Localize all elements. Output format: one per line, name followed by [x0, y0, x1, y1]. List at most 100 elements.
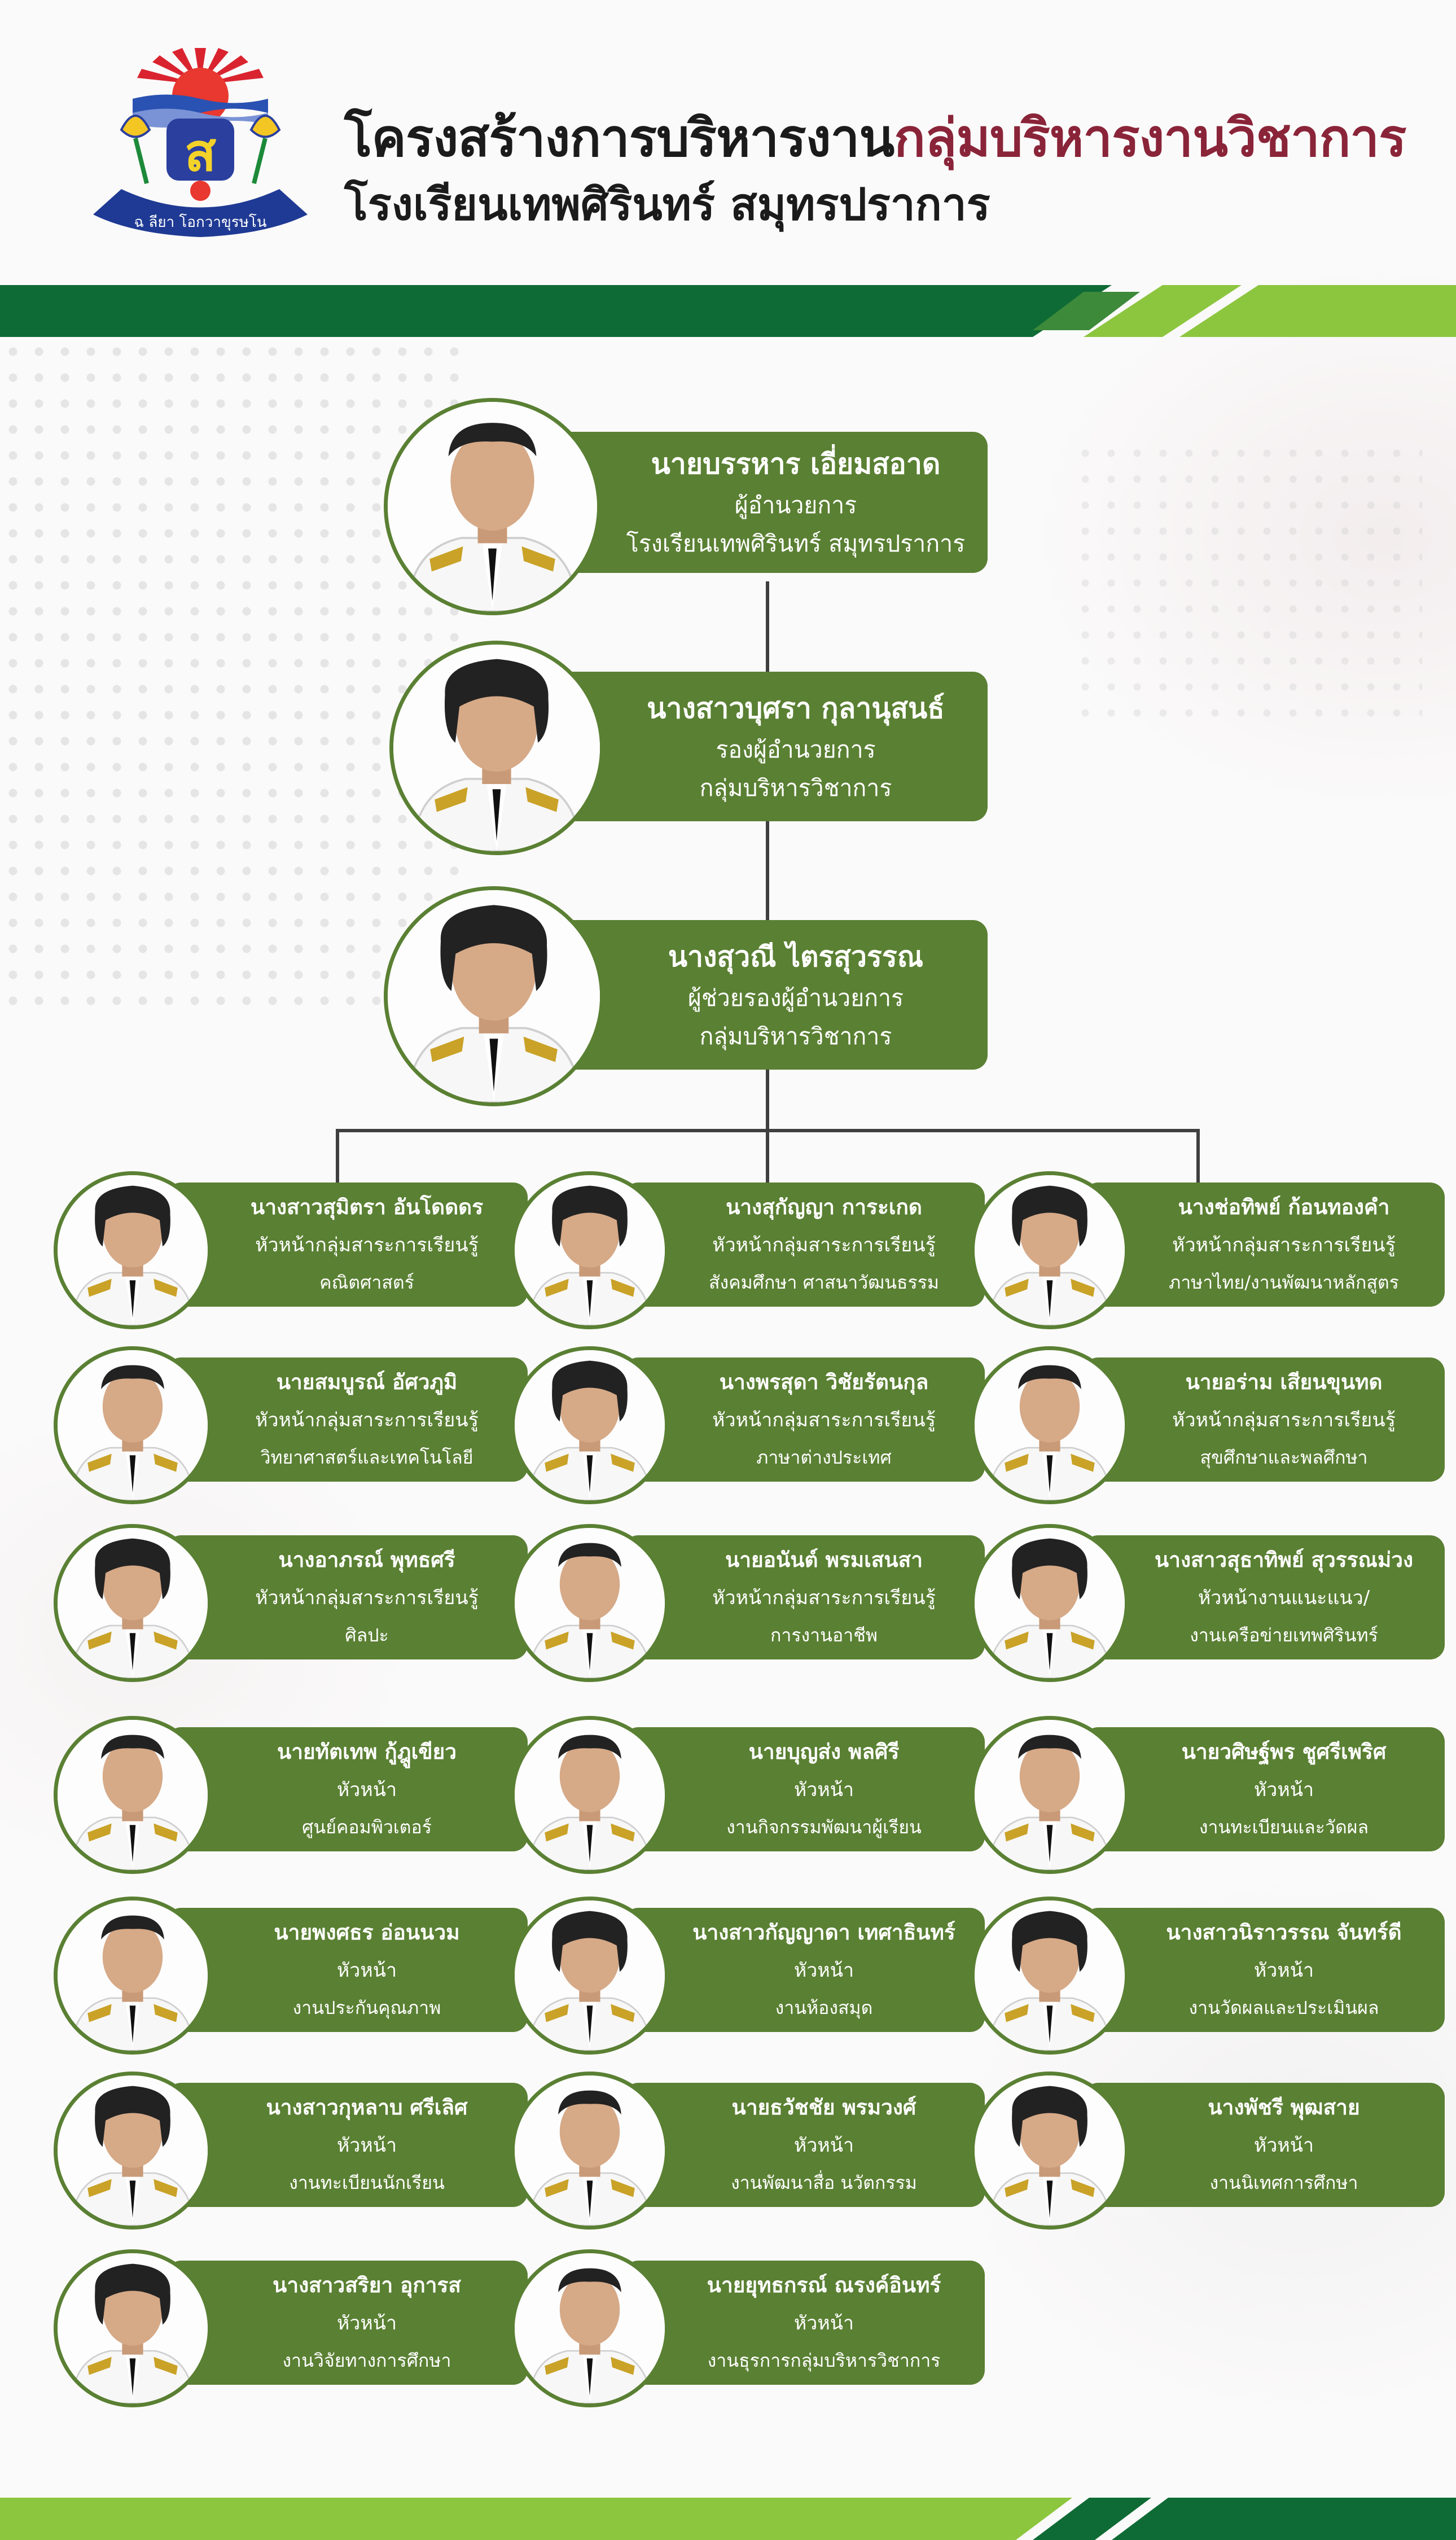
- position-title: หัวหน้า: [336, 2312, 397, 2335]
- person-portrait-icon: [58, 2075, 208, 2226]
- person-name: นางสาวสุธาทิพย์ สุวรรณม่วง: [1154, 1548, 1414, 1572]
- department-label: การงานอาชีพ: [770, 1624, 878, 1646]
- page-title-part1: โครงสร้างการบริหารงาน: [344, 108, 894, 168]
- person-name: นางสาวสุมิตรา อันโดดดร: [250, 1195, 484, 1219]
- background-dot-pattern-right: [1072, 440, 1422, 734]
- member-c2-r6-avatar: [511, 2072, 669, 2230]
- person-name: นายสมบูรณ์ อัศวภูมิ: [276, 1370, 458, 1394]
- person-name: นายธวัชชัย พรมวงศ์: [731, 2095, 916, 2119]
- department-label: กลุ่มบริหารวิชาการ: [699, 1022, 892, 1050]
- leader-1-avatar: [384, 398, 601, 615]
- person-name: นางสาวสริยา อุการส: [273, 2273, 461, 2297]
- leader-3-info-box: นางสุวณี ไตรสุวรรณผู้ช่วยรองผู้อำนวยการก…: [542, 920, 988, 1070]
- person-portrait-icon: [388, 890, 600, 1102]
- person-portrait-icon: [515, 1900, 665, 2051]
- department-label: สังคมศึกษา ศาสนาวัฒนธรรม: [709, 1272, 939, 1293]
- department-label: งานประกันคุณภาพ: [292, 1997, 441, 2018]
- person-portrait-icon: [58, 1350, 208, 1500]
- position-title: หัวหน้างานแนะแนว/: [1198, 1587, 1370, 1609]
- department-label: งานกิจกรรมพัฒนาผู้เรียน: [726, 1816, 922, 1838]
- person-name: นางอาภรณ์ พุทธศรี: [278, 1548, 455, 1572]
- position-title: หัวหน้า: [793, 2134, 854, 2157]
- member-c2-r7-avatar: [511, 2249, 669, 2407]
- department-label: งานห้องสมุด: [775, 1997, 873, 2018]
- member-c2-r3-info-box: นายอนันต์ พรมเสนสาหัวหน้ากลุ่มสาระการเรี…: [624, 1535, 985, 1659]
- connector-middle-drop: [766, 1129, 769, 1183]
- member-c2-r2-info-box: นางพรสุดา วิชัยรัตนกุลหัวหน้ากลุ่มสาระกา…: [624, 1357, 985, 1482]
- position-title: หัวหน้า: [1253, 2134, 1314, 2157]
- person-name: นายอนันต์ พรมเสนสา: [725, 1548, 923, 1572]
- member-c3-r1-info-box: นางช่อทิพย์ ก้อนทองคำหัวหน้ากลุ่มสาระการ…: [1084, 1183, 1445, 1307]
- member-c2-r5-info-box: นางสาวกัญญาดา เทศาธินทร์หัวหน้างานห้องสม…: [624, 1908, 985, 2032]
- department-label: งานธุรการกลุ่มบริหารวิชาการ: [707, 2350, 941, 2371]
- position-title: หัวหน้ากลุ่มสาระการเรียนรู้: [712, 1587, 936, 1609]
- member-c3-r3-info-box: นางสาวสุธาทิพย์ สุวรรณม่วงหัวหน้างานแนะแ…: [1084, 1535, 1445, 1659]
- person-portrait-icon: [58, 2253, 208, 2403]
- member-c1-r1-avatar: [54, 1171, 212, 1329]
- person-portrait-icon: [515, 2075, 665, 2226]
- person-name: นางสาวบุศรา กุลานุสนธ์: [647, 691, 945, 725]
- department-label: งานพัฒนาสื่อ นวัตกรรม: [731, 2172, 917, 2193]
- connector-trunk: [766, 581, 769, 1137]
- person-portrait-icon: [975, 1900, 1125, 2051]
- member-c1-r6-info-box: นางสาวกุหลาบ ศรีเลิศหัวหน้างานทะเบียนนัก…: [166, 2083, 528, 2207]
- member-c2-r7-info-box: นายยุทธกรณ์ ณรงค์อินทร์หัวหน้างานธุรการก…: [624, 2261, 985, 2385]
- member-c3-r2-info-box: นายอร่าม เสียนขุนทดหัวหน้ากลุ่มสาระการเร…: [1084, 1357, 1445, 1482]
- member-c3-r2-avatar: [971, 1346, 1129, 1504]
- person-name: นางสาวกุหลาบ ศรีเลิศ: [266, 2095, 468, 2119]
- member-c3-r3-avatar: [971, 1524, 1129, 1682]
- svg-text:ฉ ลียา โอกวาขุรษโน: ฉ ลียา โอกวาขุรษโน: [134, 213, 266, 231]
- leader-2-info-box: นางสาวบุศรา กุลานุสนธ์รองผู้อำนวยการกลุ่…: [542, 672, 988, 821]
- member-c2-r4-info-box: นายบุญส่ง พลศิรีหัวหน้างานกิจกรรมพัฒนาผู…: [624, 1727, 985, 1851]
- member-c2-r4-avatar: [511, 1716, 669, 1874]
- member-c2-r5-avatar: [511, 1897, 669, 2055]
- member-c1-r7-avatar: [54, 2249, 212, 2407]
- person-portrait-icon: [58, 1528, 208, 1678]
- position-title: หัวหน้า: [336, 2134, 397, 2157]
- department-label: สุขศึกษาและพลศึกษา: [1200, 1447, 1368, 1468]
- person-name: นางพรสุดา วิชัยรัตนกุล: [719, 1370, 929, 1394]
- person-name: นายพงศธร อ่อนนวม: [274, 1920, 460, 1945]
- member-c2-r1-info-box: นางสุกัญญา การะเกดหัวหน้ากลุ่มสาระการเรี…: [624, 1183, 985, 1307]
- person-name: นายวศิษฐ์พร ชูศรีเพริศ: [1181, 1740, 1387, 1764]
- member-c2-r6-info-box: นายธวัชชัย พรมวงศ์หัวหน้างานพัฒนาสื่อ นว…: [624, 2083, 985, 2207]
- member-c3-r4-avatar: [971, 1716, 1129, 1874]
- member-c1-r2-info-box: นายสมบูรณ์ อัศวภูมิหัวหน้ากลุ่มสาระการเร…: [166, 1357, 528, 1482]
- department-label: ศูนย์คอมพิวเตอร์: [302, 1816, 432, 1838]
- department-label: งานนิเทศการศึกษา: [1209, 2172, 1358, 2193]
- person-name: นายอร่าม เสียนขุนทด: [1185, 1370, 1383, 1394]
- person-portrait-icon: [58, 1900, 208, 2051]
- department-label: งานวัดผลและประเมินผล: [1189, 1997, 1379, 2018]
- member-c3-r6-info-box: นางพัชรี พุฒสายหัวหน้างานนิเทศการศึกษา: [1084, 2083, 1445, 2207]
- position-title: หัวหน้า: [1253, 1959, 1314, 1982]
- school-name-subtitle: โรงเรียนเทพศิรินทร์ สมุทรปราการ: [344, 179, 990, 230]
- person-name: นายทัตเทพ กู้ฎูเขียว: [277, 1740, 457, 1764]
- leader-2-avatar: [389, 641, 604, 855]
- member-c1-r7-info-box: นางสาวสริยา อุการสหัวหน้างานวิจัยทางการศ…: [166, 2261, 528, 2385]
- department-label: คณิตศาสตร์: [319, 1272, 414, 1293]
- member-c1-r6-avatar: [54, 2072, 212, 2230]
- member-c3-r5-info-box: นางสาวนิราวรรณ จันทร์ดีหัวหน้างานวัดผลแล…: [1084, 1908, 1445, 2032]
- footer-stripe-band: [0, 2498, 1456, 2540]
- leader-3-avatar: [384, 886, 604, 1106]
- member-c1-r4-avatar: [54, 1716, 212, 1874]
- person-name: นางพัชรี พุฒสาย: [1208, 2095, 1360, 2119]
- position-title: หัวหน้ากลุ่มสาระการเรียนรู้: [712, 1409, 936, 1431]
- position-title: หัวหน้า: [336, 1959, 397, 1982]
- member-c1-r4-info-box: นายทัตเทพ กู้ฎูเขียวหัวหน้าศูนย์คอมพิวเต…: [166, 1727, 528, 1851]
- position-title: ผู้อำนวยการ: [734, 492, 857, 519]
- page-title-accent: กลุ่มบริหารงานวิชาการ: [894, 108, 1406, 168]
- department-label: ภาษาต่างประเทศ: [756, 1447, 892, 1468]
- position-title: หัวหน้า: [793, 2312, 854, 2335]
- department-label: งานทะเบียนและวัดผล: [1199, 1816, 1369, 1838]
- connector-right-drop: [1196, 1129, 1200, 1183]
- person-name: นายบุญส่ง พลศิรี: [748, 1740, 900, 1764]
- department-label: ภาษาไทย/งานพัฒนาหลักสูตร: [1169, 1272, 1399, 1293]
- person-name: นางช่อทิพย์ ก้อนทองคำ: [1178, 1195, 1390, 1219]
- person-name: นายยุทธกรณ์ ณรงค์อินทร์: [707, 2273, 941, 2297]
- person-portrait-icon: [975, 1350, 1125, 1500]
- person-portrait-icon: [58, 1720, 208, 1870]
- member-c1-r3-info-box: นางอาภรณ์ พุทธศรีหัวหน้ากลุ่มสาระการเรีย…: [166, 1535, 528, 1659]
- background-dot-pattern: [0, 339, 463, 1016]
- member-c2-r2-avatar: [511, 1346, 669, 1504]
